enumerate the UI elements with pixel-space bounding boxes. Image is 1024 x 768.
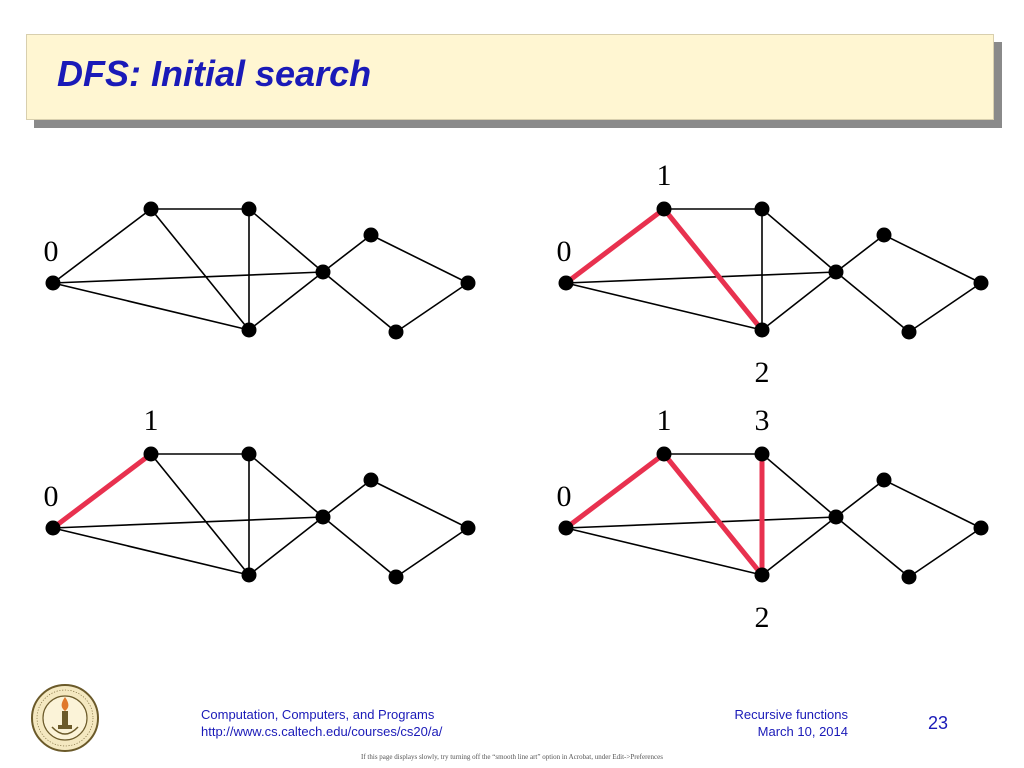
graph-edge-n5-n7 [883,234,982,284]
graph-node-n4 [828,509,844,525]
graph-edge-n0-n2 [565,527,763,576]
graph-edge-n4-n5 [322,234,372,273]
graph-edge-n5-n7 [370,479,469,529]
graph-node-n0 [558,275,574,291]
graph-panel-bottom-right: 0 1 3 2 [557,404,989,634]
graph-node-n5 [363,472,379,488]
graph-edge-n0-n2 [52,527,250,576]
graph-panel-top-right: 0 1 2 [557,159,989,389]
graph-edge-n2-n4 [761,271,837,331]
graph-node-n2 [241,567,257,583]
graph-panel-bottom-left: 01 [44,404,476,585]
dfs-tree-edge-n0-n1 [563,206,667,286]
graph-edge-n1-n2 [150,208,250,331]
footer-course-name: Computation, Computers, and Programs [201,707,435,722]
graph-edge-n4-n6 [835,516,910,578]
graph-edge-n3-n4 [248,453,324,518]
graph-node-n1 [143,201,159,217]
node-order-label: 2 [755,601,770,634]
graph-node-n6 [901,324,917,340]
node-order-label: 0 [44,235,59,268]
graph-node-n5 [876,227,892,243]
graph-node-n0 [558,520,574,536]
dfs-tree-edge-n0-n1 [563,451,667,531]
graph-node-n6 [901,569,917,585]
graph-edge-n1-n2 [150,453,250,576]
graph-node-n4 [828,264,844,280]
graph-edge-n5-n7 [370,234,469,284]
graph-node-n1 [143,446,159,462]
graph-edge-n0-n4 [52,271,324,284]
graph-node-n1 [656,201,672,217]
graph-edge-n4-n6 [835,271,910,333]
title-banner: DFS: Initial search [26,34,994,120]
graph-edge-n0-n4 [52,516,324,529]
node-order-label: 0 [557,235,572,268]
graph-node-n6 [388,324,404,340]
graph-node-n4 [315,264,331,280]
graph-node-n3 [241,446,257,462]
graph-edge-n5-n7 [883,479,982,529]
graph-node-n3 [754,201,770,217]
caltech-seal-icon [31,684,99,752]
graph-edge-n0-n2 [565,282,763,331]
graph-edge-n4-n6 [322,271,397,333]
graph-edge-n6-n7 [395,527,469,578]
graph-edge-n6-n7 [908,282,982,333]
graph-node-n7 [460,275,476,291]
graph-edge-n3-n4 [248,208,324,273]
node-order-label: 3 [755,404,770,437]
node-order-label: 1 [144,404,159,437]
graph-node-n3 [754,446,770,462]
node-order-label: 2 [755,356,770,389]
graph-edge-n0-n4 [565,516,837,529]
acrobat-note: If this page displays slowly, try turnin… [361,753,663,761]
graph-node-n5 [876,472,892,488]
graph-edge-n4-n5 [322,479,372,518]
page-number: 23 [928,713,949,733]
footer-course-info: Computation, Computers, and Programs htt… [201,706,442,740]
footer-date: March 10, 2014 [757,724,848,739]
graph-edge-n2-n4 [248,516,324,576]
footer-topic: Recursive functions [734,707,848,722]
dfs-tree-edge-n1-n2 [661,206,765,333]
node-order-label: 1 [657,404,672,437]
graph-node-n7 [973,275,989,291]
graph-edge-n3-n4 [761,453,837,518]
graph-panel-top-left: 0 [44,201,476,340]
graph-node-n5 [363,227,379,243]
graph-edge-n4-n5 [835,479,885,518]
node-order-label: 0 [557,480,572,513]
graph-node-n2 [754,567,770,583]
slide-title: DFS: Initial search [57,53,372,94]
graph-edge-n4-n6 [322,516,397,578]
graph-node-n6 [388,569,404,585]
footer-topic-info: Recursive functions March 10, 2014 [735,706,848,740]
graph-node-n1 [656,446,672,462]
graph-node-n7 [460,520,476,536]
graph-node-n0 [45,520,61,536]
graph-edge-n2-n4 [761,516,837,576]
graph-node-n2 [754,322,770,338]
graph-edge-n6-n7 [395,282,469,333]
graph-edge-n0-n2 [52,282,250,331]
graph-edge-n0-n1 [52,208,152,284]
graph-node-n0 [45,275,61,291]
node-order-label: 0 [44,480,59,513]
dfs-tree-edge-n1-n2 [661,451,765,578]
graph-edge-n3-n4 [761,208,837,273]
footer-course-url[interactable]: http://www.cs.caltech.edu/courses/cs20/a… [201,724,443,739]
node-order-label: 1 [657,159,672,192]
graph-node-n7 [973,520,989,536]
graph-edge-n2-n4 [248,271,324,331]
graph-edge-n4-n5 [835,234,885,273]
graph-node-n2 [241,322,257,338]
dfs-tree-edge-n0-n1 [50,451,154,531]
graph-edge-n0-n4 [565,271,837,284]
graph-node-n3 [241,201,257,217]
graph-edge-n6-n7 [908,527,982,578]
graph-node-n4 [315,509,331,525]
